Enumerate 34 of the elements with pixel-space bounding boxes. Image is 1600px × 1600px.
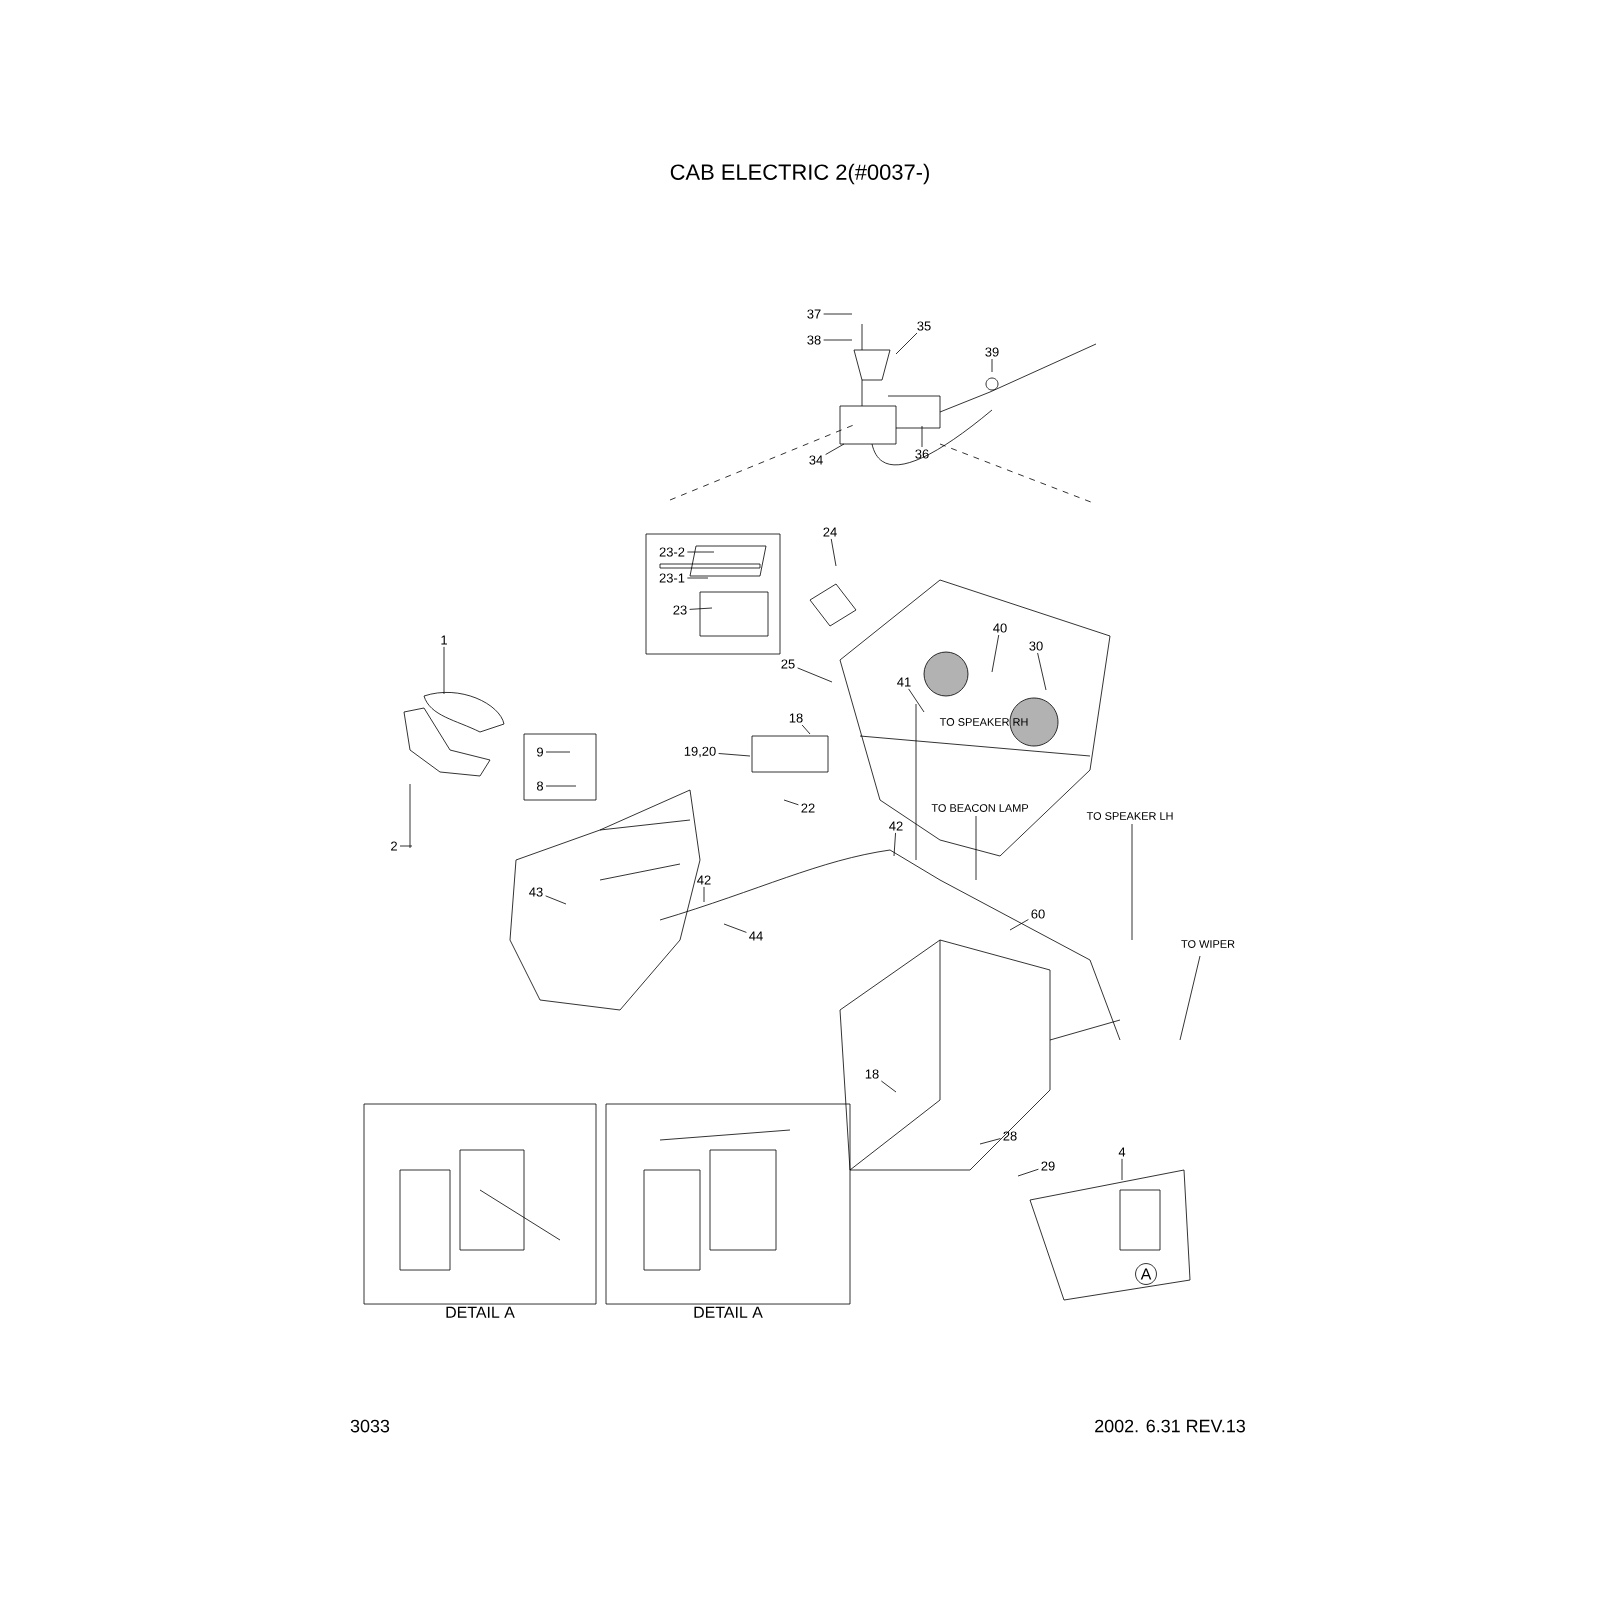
leader-line <box>979 1138 1001 1145</box>
leader-line <box>1121 1158 1123 1181</box>
inset-frame <box>645 533 781 655</box>
revision-date: 2002. 6.31 REV.13 <box>1095 1419 1245 1433</box>
leader-line <box>686 551 715 553</box>
leader-line <box>689 607 713 610</box>
leader-line <box>686 577 709 579</box>
leader-line <box>1037 652 1047 691</box>
leader-line <box>991 634 1000 673</box>
leader-line <box>830 538 837 567</box>
leader-line <box>823 313 853 315</box>
title: CAB ELECTRIC 2(#0037-) <box>670 163 929 185</box>
leader-line <box>718 753 751 757</box>
leader-line <box>797 667 833 683</box>
leader-line <box>823 339 853 341</box>
leader-line <box>545 751 571 753</box>
leader-line <box>880 1080 897 1093</box>
leader-line <box>1009 919 1029 931</box>
leader-line <box>921 425 923 448</box>
leader-line <box>783 799 799 806</box>
leader-line <box>545 785 577 787</box>
leader-line <box>908 688 925 713</box>
leader-line <box>825 443 845 455</box>
leader-line <box>399 845 413 847</box>
leader-line <box>991 358 993 373</box>
page-number: 3033 <box>350 1419 390 1433</box>
leader-line <box>893 832 896 857</box>
leader-line <box>895 332 918 355</box>
leader-line <box>443 646 445 695</box>
leader-line <box>703 886 705 903</box>
leader-line <box>1017 1168 1039 1177</box>
leader-line <box>723 923 747 933</box>
leader-line <box>545 895 567 905</box>
leader-line <box>801 724 811 735</box>
